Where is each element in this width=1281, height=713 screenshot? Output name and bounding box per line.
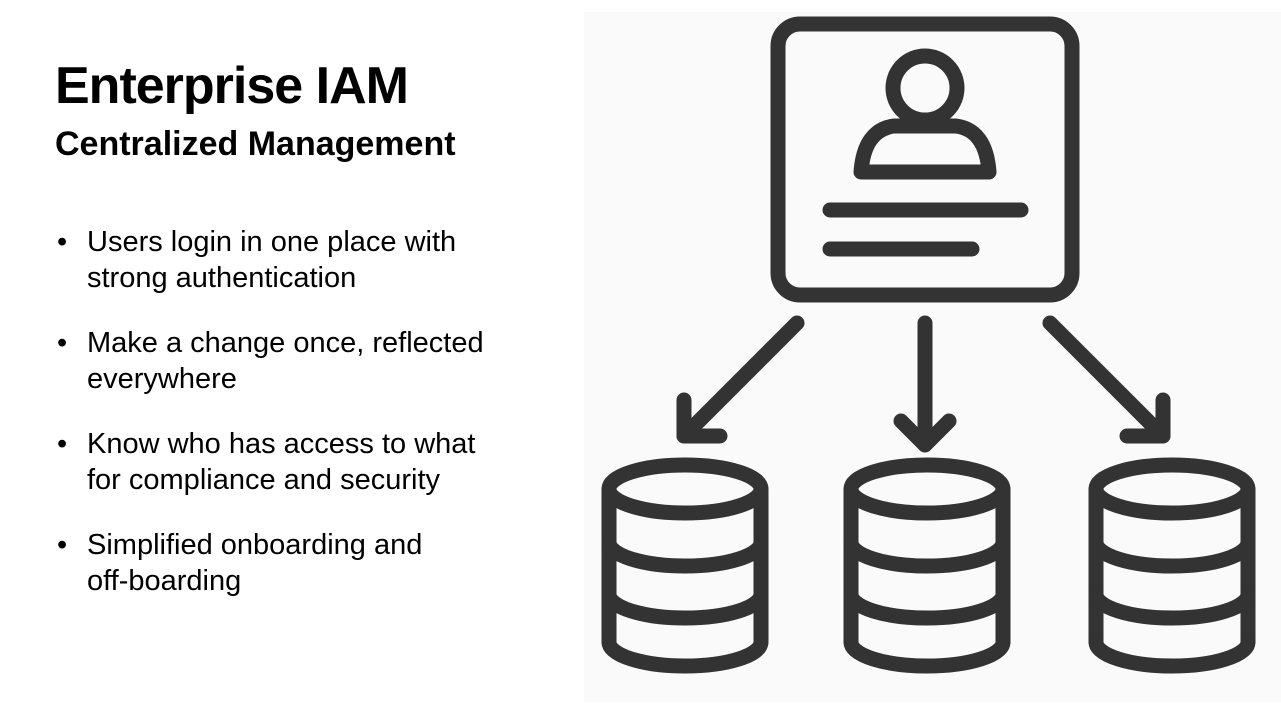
user-head (885, 48, 965, 128)
bullet-list: • Users login in one place with strong a… (55, 224, 555, 628)
user-profile-card-icon (770, 16, 1080, 303)
bullet-text-line: off-boarding (87, 565, 242, 597)
bullet-dot: • (57, 226, 68, 258)
arrow-icon (1042, 315, 1171, 444)
bullet-text-line: Users login in one place with (87, 226, 457, 258)
bullet-item: • Know who has access to what for compli… (55, 426, 555, 498)
iam-illustration (584, 12, 1281, 702)
bullet-item: • Simplified onboarding and off-boarding (55, 527, 555, 599)
bullet-text-line: everywhere (87, 363, 237, 395)
bullet-dot: • (57, 428, 68, 460)
user-shoulders (853, 118, 997, 180)
database-icon (1088, 457, 1256, 674)
bullet-text-line: for compliance and security (87, 464, 440, 496)
database-icon (601, 457, 769, 674)
bullet-item: • Make a change once, reflected everywhe… (55, 325, 555, 397)
arrow-icon (676, 315, 805, 444)
bullet-text-line: Make a change once, reflected (87, 327, 484, 359)
bullet-text-line: Know who has access to what (87, 428, 476, 460)
slide-title: Enterprise IAM (55, 57, 409, 115)
bullet-item: • Users login in one place with strong a… (55, 224, 555, 296)
bullet-dot: • (57, 529, 68, 561)
slide-subtitle: Centralized Management (55, 125, 456, 163)
iam-diagram-svg (601, 16, 1256, 674)
arrow-icon (893, 315, 957, 453)
bullet-dot: • (57, 327, 68, 359)
bullet-text-line: Simplified onboarding and (87, 529, 423, 561)
bullet-text-line: strong authentication (87, 262, 357, 294)
database-icon (843, 457, 1011, 674)
